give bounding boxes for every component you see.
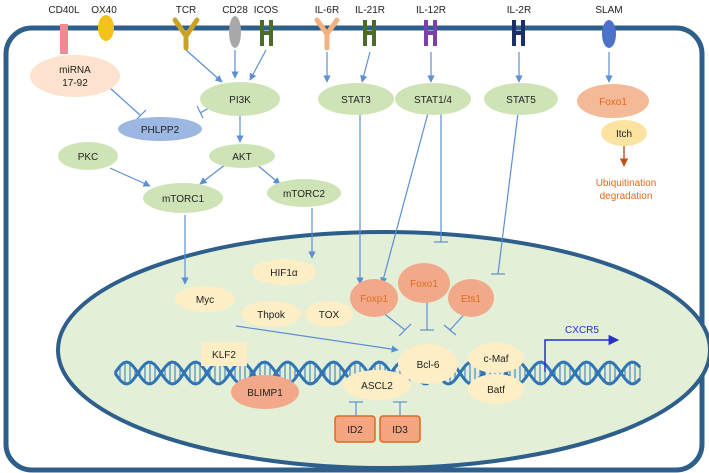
blimp1-node: [231, 375, 299, 409]
stat5-node: [484, 83, 558, 115]
tcr-receptor-icon: [172, 17, 200, 51]
foxo1-cytoplasm-node: [577, 84, 649, 118]
stat3-node: [318, 83, 394, 115]
cd40l-label: CD40L: [48, 5, 80, 16]
ets1-node: [448, 279, 494, 317]
akt-label: AKT: [232, 152, 251, 163]
hif1a-label: HIF1α: [270, 268, 298, 279]
foxo1-nucleus-node: [398, 263, 450, 303]
id2-label: ID2: [347, 425, 363, 436]
pkc-node: [58, 142, 118, 170]
klf2-node: [201, 342, 247, 366]
tox-node: [305, 301, 353, 327]
il12r-label: IL-12R: [416, 5, 446, 16]
degradation-label: degradation: [600, 191, 653, 202]
mtorc2-label: mTORC2: [283, 189, 325, 200]
pi3k-node: [200, 82, 280, 116]
ascl2-label: ASCL2: [361, 381, 393, 392]
akt-node: [209, 144, 275, 168]
slam-receptor-icon: [602, 20, 616, 48]
bcl6-label: Bcl-6: [417, 360, 440, 371]
id3-label: ID3: [392, 425, 408, 436]
cd28-receptor-icon: [229, 16, 241, 48]
mtorc1-label: mTORC1: [162, 194, 204, 205]
itch-label: Itch: [616, 129, 632, 140]
il12r-receptor-icon: [424, 20, 437, 46]
ox40-receptor-icon: [98, 15, 114, 41]
batf-node: [468, 374, 524, 404]
stat14-label: STAT1/4: [414, 95, 452, 106]
icos-receptor-icon: [260, 20, 273, 46]
myc-node: [175, 286, 235, 312]
il21r-label: IL-21R: [355, 5, 385, 16]
il2r-receptor-icon: [512, 20, 525, 46]
pkc-label: PKC: [78, 152, 99, 163]
mtorc1-node: [143, 183, 223, 213]
thpok-label: Thpok: [257, 310, 286, 321]
pi3k-label: PI3K: [229, 95, 251, 106]
blimp1-label: BLIMP1: [247, 388, 283, 399]
phlpp2-label: PHLPP2: [141, 125, 180, 136]
signaling-edges: [109, 49, 613, 416]
batf-label: Batf: [487, 385, 505, 396]
cd28-label: CD28: [222, 5, 248, 16]
itch-node: [601, 120, 647, 146]
mirna-label-line2: 17-92: [62, 78, 88, 89]
ox40-label: OX40: [91, 5, 117, 16]
cmaf-node: [468, 343, 524, 373]
hif1a-node: [252, 259, 316, 285]
ubiquitination-label: Ubiquitination: [596, 178, 657, 189]
mtorc2-node: [267, 179, 341, 207]
stat5-label: STAT5: [506, 95, 536, 106]
il2r-label: IL-2R: [507, 5, 531, 16]
il6r-receptor-icon: [314, 17, 340, 51]
cxcr5-label: CXCR5: [565, 325, 599, 336]
myc-label: Myc: [196, 295, 214, 306]
ets1-label: Ets1: [461, 294, 481, 305]
cxcr5-transcription-arrow: [544, 334, 620, 372]
klf2-label: KLF2: [212, 350, 236, 361]
phlpp2-node: [118, 117, 202, 141]
mirna-node: [30, 55, 120, 97]
ascl2-node: [343, 370, 411, 400]
il21r-receptor-icon: [363, 20, 376, 46]
il6r-label: IL-6R: [315, 5, 339, 16]
stat14-node: [395, 83, 471, 115]
stat3-label: STAT3: [341, 95, 371, 106]
cd40l-receptor-icon: [60, 24, 68, 54]
foxo1-cytoplasm-label: Foxo1: [599, 97, 627, 108]
id2-node: [334, 415, 376, 443]
cmaf-label: c-Maf: [484, 354, 509, 365]
foxp1-node: [350, 279, 398, 317]
tcr-label: TCR: [176, 5, 197, 16]
tox-label: TOX: [319, 310, 340, 321]
icos-label: ICOS: [254, 5, 279, 16]
id3-node: [379, 415, 421, 443]
foxo1-nucleus-label: Foxo1: [410, 279, 438, 290]
slam-label: SLAM: [595, 5, 622, 16]
mirna-label-line1: miRNA: [59, 65, 91, 76]
thpok-node: [241, 301, 301, 327]
foxp1-label: Foxp1: [360, 294, 388, 305]
bcl6-node: [398, 344, 458, 384]
